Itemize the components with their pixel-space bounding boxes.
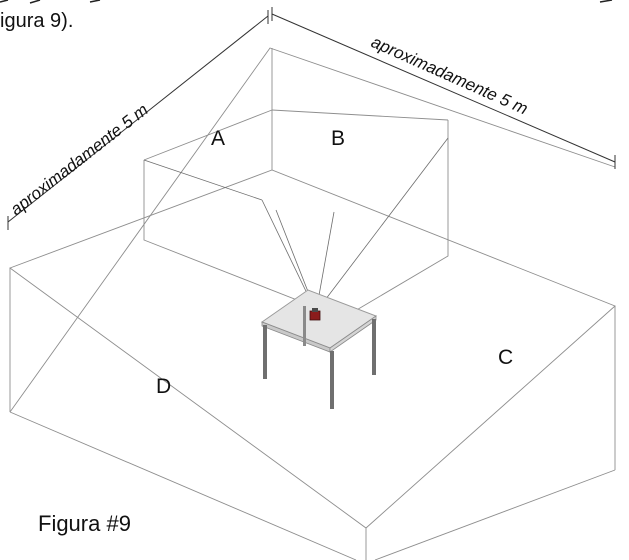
- dimension-label-right: aproximadamente 5 m: [368, 32, 530, 118]
- laser-beams: [143, 137, 449, 313]
- room-bottom-rim: [9, 411, 357, 560]
- table: [260, 289, 378, 409]
- inner-plane-outline: [143, 120, 449, 319]
- table-leg-front-left: [263, 325, 267, 379]
- wall-label-d: D: [156, 375, 171, 398]
- laser-device-icon: [309, 308, 321, 321]
- cropped-text-fragment: [0, 0, 613, 4]
- room-floor: [9, 169, 616, 529]
- figure-caption: Figura #9: [38, 511, 131, 536]
- table-leg-front: [330, 351, 334, 409]
- inner-plane-right-top: [271, 109, 449, 121]
- table-leg-back: [303, 306, 306, 346]
- dimension-label-left: aproximadamente 5 m: [7, 100, 152, 219]
- wall-label-a: A: [211, 127, 225, 150]
- room-bottom-rim-right: [374, 469, 616, 560]
- inner-plane-left-top: [143, 109, 273, 161]
- dimension-left: [7, 10, 269, 230]
- dimension-line-right: [271, 13, 616, 163]
- room-top-rim: [9, 47, 616, 413]
- dimension-line-left: [7, 15, 269, 223]
- wall-label-b: B: [331, 127, 345, 150]
- beam-left-plane: [143, 159, 263, 201]
- header-text: igura 9).: [0, 10, 73, 32]
- beam-right-corner: [315, 137, 449, 313]
- table-leg-right: [372, 319, 376, 375]
- wall-label-c: C: [498, 346, 513, 369]
- dimension-right: [271, 7, 616, 169]
